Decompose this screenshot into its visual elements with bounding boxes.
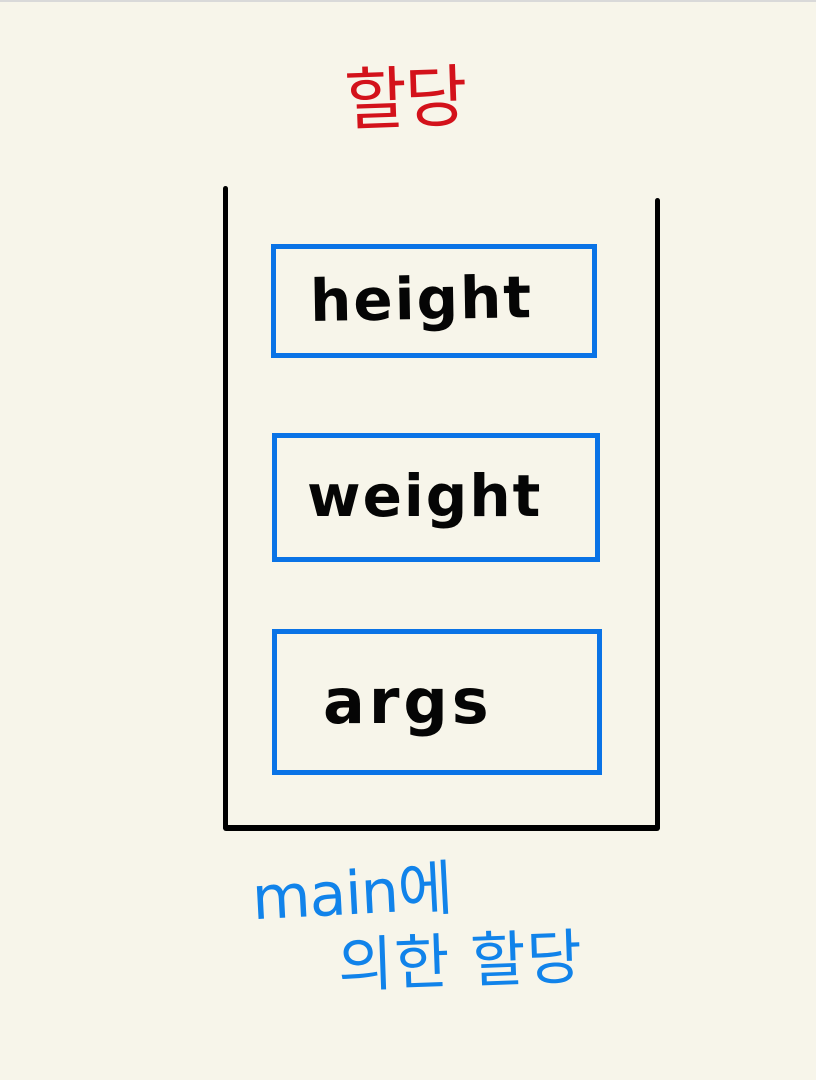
- caption-line-1: main에: [250, 853, 454, 935]
- stack-left-wall: [223, 186, 228, 830]
- stack-item-label: args: [323, 665, 493, 738]
- stack-item-label: height: [309, 263, 534, 335]
- top-edge-line: [0, 0, 816, 2]
- stack-item-weight: weight: [272, 433, 600, 562]
- stack-item-args: args: [272, 629, 602, 775]
- stack-bottom-wall: [223, 825, 660, 831]
- stack-item-height: height: [271, 244, 597, 358]
- caption-line-2: 의한 할당: [336, 922, 585, 1002]
- stack-item-label: weight: [307, 462, 543, 530]
- stack-right-wall: [655, 198, 660, 830]
